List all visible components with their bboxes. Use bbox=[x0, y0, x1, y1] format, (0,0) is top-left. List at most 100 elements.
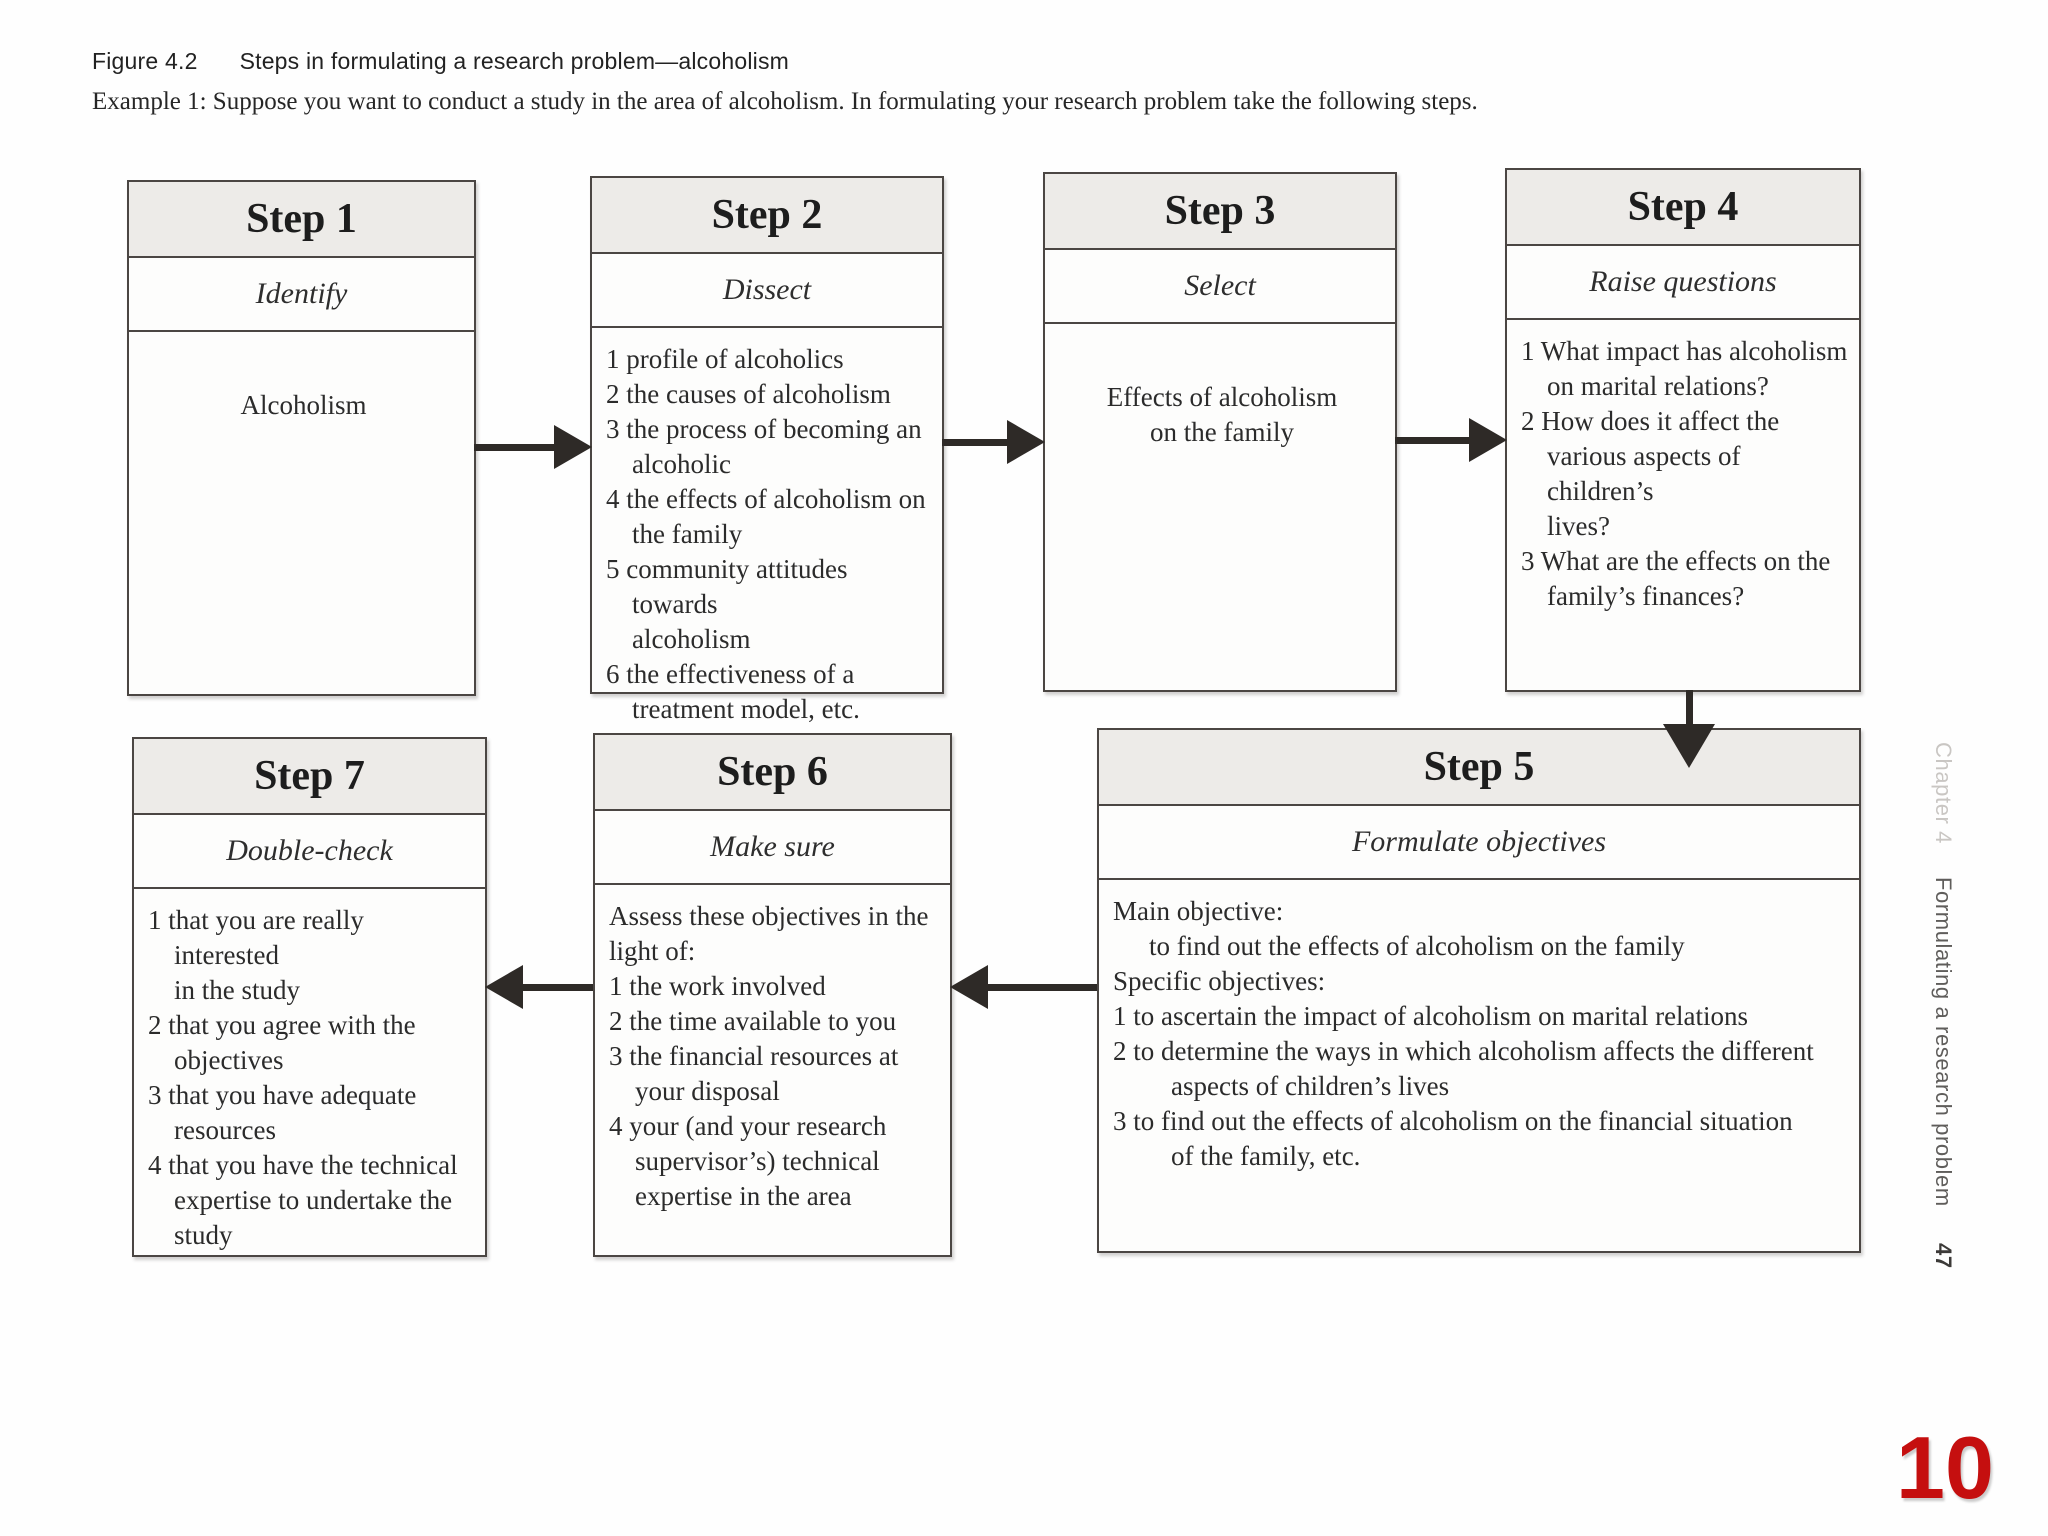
step-body-line: objectives bbox=[174, 1045, 284, 1075]
step-body-line: on the family bbox=[1150, 417, 1294, 447]
arrow-head bbox=[1007, 420, 1045, 464]
step-body-line: aspects of children’s lives bbox=[1171, 1071, 1450, 1101]
figure-caption: Figure 4.2 Steps in formulating a researc… bbox=[92, 48, 789, 75]
slide-page-number: 10 bbox=[1896, 1418, 1994, 1517]
step-7-box: Step 7 Double-check 1 that you are reall… bbox=[132, 737, 487, 1257]
step-body-line: 2 the time available to you bbox=[609, 1006, 897, 1036]
step-body-line: 1 to ascertain the impact of alcoholism … bbox=[1113, 1001, 1749, 1031]
step-body-line: 2 the causes of alcoholism bbox=[606, 379, 891, 409]
arrow-shaft bbox=[474, 444, 558, 451]
step-5-title: Step 5 bbox=[1099, 730, 1859, 806]
figure-caption-label: Figure 4.2 bbox=[92, 48, 198, 74]
arrow-shaft bbox=[1395, 437, 1473, 444]
step-body-line: 4 the effects of alcoholism on bbox=[606, 484, 926, 514]
step-body-line: study bbox=[174, 1220, 233, 1250]
step-body-line: the family bbox=[632, 519, 743, 549]
step-7-title: Step 7 bbox=[134, 739, 485, 815]
step-body-line: treatment model, etc. bbox=[632, 694, 860, 724]
step-6-box: Step 6 Make sure Assess these objectives… bbox=[593, 733, 952, 1257]
step-2-title: Step 2 bbox=[592, 178, 942, 254]
arrow-head bbox=[1663, 724, 1715, 768]
arrow-head bbox=[1469, 418, 1507, 462]
book-page-number: 47 bbox=[1931, 1243, 1956, 1269]
step-body-line: of the family, etc. bbox=[1171, 1141, 1361, 1171]
step-4-subtitle: Raise questions bbox=[1507, 246, 1859, 320]
step-6-subtitle: Make sure bbox=[595, 811, 950, 885]
margin-chapter-label: Chapter 4 bbox=[1931, 742, 1956, 845]
step-body-line: supervisor’s) technical bbox=[635, 1146, 880, 1176]
arrow-shaft bbox=[942, 439, 1011, 446]
arrow-step6-to-step7-icon bbox=[485, 965, 593, 1009]
step-body-line: 2 that you agree with the bbox=[148, 1010, 416, 1040]
step-body-line: 3 the financial resources at bbox=[609, 1041, 899, 1071]
arrow-shaft bbox=[1686, 690, 1693, 728]
arrow-step1-to-step2-icon bbox=[474, 425, 592, 469]
step-body-line: alcoholism bbox=[632, 624, 751, 654]
step-body-line: 1 the work involved bbox=[609, 971, 826, 1001]
step-body-line: in the study bbox=[174, 975, 300, 1005]
step-body-line: lives? bbox=[1547, 511, 1610, 541]
step-body-line: 2 How does it affect the bbox=[1521, 406, 1780, 436]
step-body-line: on marital relations? bbox=[1547, 371, 1769, 401]
step-1-body: Alcoholism bbox=[129, 332, 474, 433]
step-1-box: Step 1 Identify Alcoholism bbox=[127, 180, 476, 696]
step-7-subtitle: Double-check bbox=[134, 815, 485, 889]
arrow-head bbox=[950, 965, 988, 1009]
step-body-line: light of: bbox=[609, 936, 696, 966]
arrow-step2-to-step3-icon bbox=[942, 420, 1045, 464]
step-2-body: 1 profile of alcoholics 2 the causes of a… bbox=[592, 328, 942, 737]
step-body-line: 4 your (and your research bbox=[609, 1111, 887, 1141]
step-4-box: Step 4 Raise questions 1 What impact has… bbox=[1505, 168, 1861, 692]
step-body-line: your disposal bbox=[635, 1076, 780, 1106]
step-body-line: 6 the effectiveness of a bbox=[606, 659, 855, 689]
example-intro-text: Example 1: Suppose you want to conduct a… bbox=[92, 88, 1478, 115]
step-body-line: alcoholic bbox=[632, 449, 731, 479]
step-body-line: various aspects of children’s bbox=[1547, 441, 1741, 506]
step-5-body: Main objective: to find out the effects o… bbox=[1099, 880, 1859, 1184]
step-5-subtitle: Formulate objectives bbox=[1099, 806, 1859, 880]
step-body-line: Effects of alcoholism bbox=[1106, 382, 1338, 412]
step-2-subtitle: Dissect bbox=[592, 254, 942, 328]
step-body-line: 4 that you have the technical bbox=[148, 1150, 458, 1180]
step-4-title: Step 4 bbox=[1507, 170, 1859, 246]
book-margin-strip: Chapter 4 Formulating a research problem… bbox=[1930, 742, 1956, 1302]
arrow-shaft bbox=[519, 984, 593, 991]
step-body-line: 3 the process of becoming an bbox=[606, 414, 922, 444]
figure-caption-title: Steps in formulating a research problem—… bbox=[239, 48, 790, 74]
step-7-body: 1 that you are really interested in the s… bbox=[134, 889, 485, 1263]
step-4-body: 1 What impact has alcoholism on marital r… bbox=[1507, 320, 1859, 624]
margin-chapter-title: Formulating a research problem bbox=[1931, 876, 1956, 1207]
step-3-title: Step 3 bbox=[1045, 174, 1395, 250]
arrow-shaft bbox=[984, 984, 1097, 991]
step-body-line: 1 that you are really interested bbox=[148, 905, 364, 970]
step-body-line: resources bbox=[174, 1115, 276, 1145]
step-body-line: Main objective: bbox=[1113, 896, 1284, 926]
step-body-line: 2 to determine the ways in which alcohol… bbox=[1113, 1036, 1814, 1066]
step-body-line: 3 that you have adequate bbox=[148, 1080, 417, 1110]
step-body-line: 3 What are the effects on the bbox=[1521, 546, 1831, 576]
step-body-line: 3 to find out the effects of alcoholism … bbox=[1113, 1106, 1793, 1136]
step-body-line: 1 What impact has alcoholism bbox=[1521, 336, 1848, 366]
step-1-title: Step 1 bbox=[129, 182, 474, 258]
step-body-line: 1 profile of alcoholics bbox=[606, 344, 844, 374]
step-body-line: 5 community attitudes towards bbox=[606, 554, 848, 619]
step-body-line: family’s finances? bbox=[1547, 581, 1745, 611]
step-body-line: expertise in the area bbox=[635, 1181, 852, 1211]
step-3-body: Effects of alcoholism on the family bbox=[1045, 324, 1395, 460]
step-body-line: expertise to undertake the bbox=[174, 1185, 453, 1215]
step-3-subtitle: Select bbox=[1045, 250, 1395, 324]
step-3-box: Step 3 Select Effects of alcoholism on th… bbox=[1043, 172, 1397, 692]
step-6-title: Step 6 bbox=[595, 735, 950, 811]
step-body-line: Alcoholism bbox=[240, 390, 367, 420]
step-body-line: to find out the effects of alcoholism on… bbox=[1149, 931, 1685, 961]
step-5-box: Step 5 Formulate objectives Main objecti… bbox=[1097, 728, 1861, 1253]
step-body-line: Specific objectives: bbox=[1113, 966, 1326, 996]
arrow-step5-to-step6-icon bbox=[950, 965, 1097, 1009]
step-1-subtitle: Identify bbox=[129, 258, 474, 332]
arrow-step3-to-step4-icon bbox=[1395, 418, 1507, 462]
arrow-head bbox=[485, 965, 523, 1009]
arrow-step4-to-step5-icon bbox=[1663, 690, 1715, 768]
step-body-line: Assess these objectives in the bbox=[609, 901, 929, 931]
step-2-box: Step 2 Dissect 1 profile of alcoholics 2 … bbox=[590, 176, 944, 724]
